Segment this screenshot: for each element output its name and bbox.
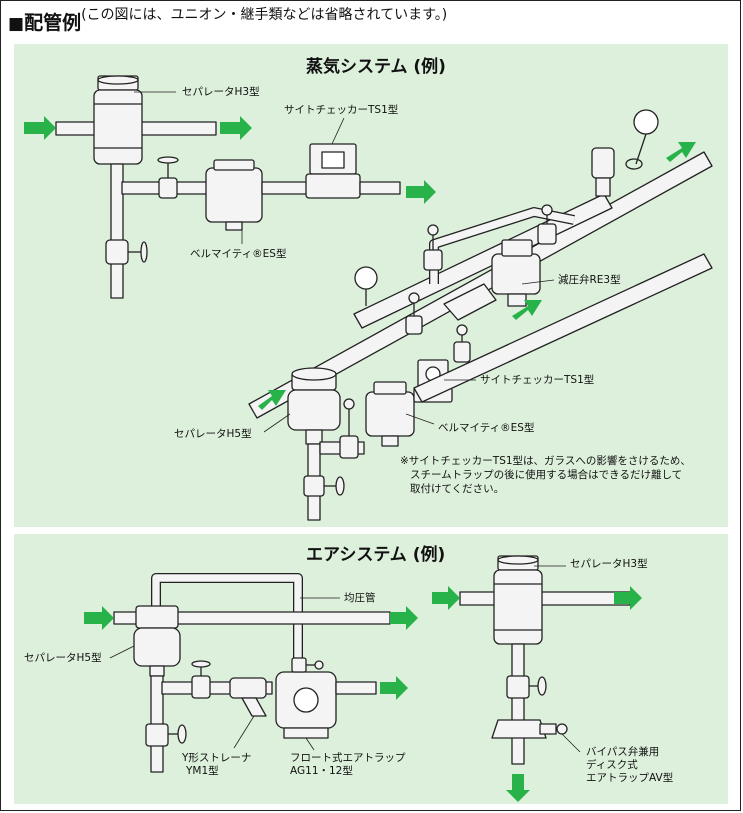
label-float-air-trap: フロート式エアトラップ AG11・12型 (290, 752, 406, 778)
main-steam-pipe-upper (353, 193, 613, 329)
air-system-panel: エアシステム (例) (14, 534, 728, 804)
gate-valve-1 (157, 156, 179, 199)
air-drain-valve (145, 723, 187, 747)
label-sight-checker-ts1-top: サイトチェッカーTS1型 (284, 104, 399, 116)
steam-note-line-3: 取付けてください。 (410, 483, 505, 495)
valve-mid (405, 292, 423, 335)
pressure-gauge-upper (625, 109, 659, 170)
air-separator-h3 (493, 555, 543, 645)
flow-arrow-icon (24, 116, 56, 140)
y-strainer-ym1 (229, 677, 267, 717)
flow-arrow-icon (84, 606, 114, 630)
label-bellmighty-es-mid: ベルマイティ®ES型 (438, 422, 535, 434)
page-header: ■配管例(この図には、ユニオン・継手類などは省略されています。) (8, 8, 447, 35)
flow-arrow-icon (380, 676, 408, 700)
page-title: 配管例 (24, 12, 82, 34)
flow-arrow-icon (614, 586, 642, 610)
separator-drain-pipe (110, 163, 124, 299)
valve-upper-2 (537, 204, 557, 245)
flow-arrow-icon (220, 116, 252, 140)
trap-outlet-pipe (261, 181, 313, 195)
flow-arrow-icon (506, 774, 530, 802)
gate-valve-mid (339, 398, 359, 459)
header-square-icon: ■ (8, 14, 25, 34)
label-float-air-trap-line-1: フロート式エアトラップ (290, 752, 406, 764)
disc-air-trap-av (491, 719, 568, 739)
air-separator-h5 (133, 605, 181, 677)
equalizer-valve (291, 657, 324, 673)
air-h3-valve (506, 675, 547, 699)
float-air-trap-ag (275, 671, 337, 739)
label-bypass-disc-trap: バイパス弁兼用 ディスク式 エアトラップAV型 (586, 746, 673, 785)
label-bypass-line-1: バイパス弁兼用 (586, 746, 660, 758)
steam-note-line-2: スチームトラップの後に使用する場合はできるだけ離して (410, 469, 683, 481)
label-bypass-line-2: ディスク式 (586, 759, 638, 771)
steam-piping-diagram (24, 75, 713, 521)
flow-arrow-icon (512, 300, 542, 320)
air-system-title: エアシステム (例) (306, 545, 446, 565)
air-flow-arrows (84, 586, 642, 802)
drain-valve-h5 (303, 475, 345, 497)
label-bypass-line-3: エアトラップAV型 (586, 772, 674, 784)
steam-flow-arrows (24, 116, 696, 410)
sight-checker-outlet-pipe (359, 181, 401, 195)
label-separator-h5: セパレータH5型 (174, 428, 252, 440)
steam-note: ※サイトチェッカーTS1型は、ガラスへの影響をさけるため、 スチームトラップの後… (400, 454, 691, 496)
steam-note-line-1: ※サイトチェッカーTS1型は、ガラスへの影響をさけるため、 (400, 455, 691, 467)
air-h3-drain-pipe (511, 643, 525, 765)
valve-return (453, 324, 471, 363)
valve-upper-1 (423, 224, 443, 271)
header-note: (この図には、ユニオン・継手類などは省略されています。) (81, 7, 448, 23)
pressure-gauge-mid (354, 266, 378, 306)
y-strainer-mid (443, 283, 497, 321)
air-valve-1 (191, 660, 211, 699)
label-separator-h3: セパレータH3型 (182, 86, 260, 98)
air-piping-diagram (84, 555, 642, 802)
separator-h5 (287, 367, 341, 445)
pressure-reducing-valve-re3 (491, 239, 541, 307)
bellmighty-es-top (205, 159, 263, 231)
return-pipe (413, 253, 713, 403)
float-trap-outlet-pipe (335, 681, 377, 695)
flow-arrow-icon (432, 586, 460, 610)
bellmighty-es-mid (365, 381, 415, 447)
label-sight-checker-ts1-mid: サイトチェッカーTS1型 (480, 374, 595, 386)
label-equalizing-pipe: 均圧管 (344, 592, 376, 604)
label-bellmighty-es-top: ベルマイティ®ES型 (190, 248, 287, 260)
sight-checker-ts1-top (305, 143, 361, 199)
air-right-main-pipe (459, 591, 631, 606)
label-y-strainer-line-2: YM1型 (186, 765, 219, 777)
flow-arrow-icon (406, 180, 436, 204)
flow-arrow-icon (258, 390, 286, 410)
label-float-air-trap-line-2: AG11・12型 (290, 765, 353, 777)
label-air-separator-h5: セパレータH5型 (24, 652, 102, 664)
separator-h3 (93, 75, 143, 165)
flow-arrow-icon (666, 142, 696, 162)
label-y-strainer: Y形ストレーナ YM1型 (182, 752, 251, 778)
drain-valve (105, 239, 148, 265)
label-air-separator-h3: セパレータH3型 (570, 558, 648, 570)
label-y-strainer-line-1: Y形ストレーナ (182, 752, 252, 764)
safety-valve (591, 147, 615, 197)
steam-system-panel: 蒸気システム (例) (14, 44, 728, 527)
flow-arrow-icon (390, 606, 418, 630)
steam-system-title: 蒸気システム (例) (306, 57, 446, 77)
label-pressure-reducing-re3: 減圧弁RE3型 (558, 274, 621, 286)
